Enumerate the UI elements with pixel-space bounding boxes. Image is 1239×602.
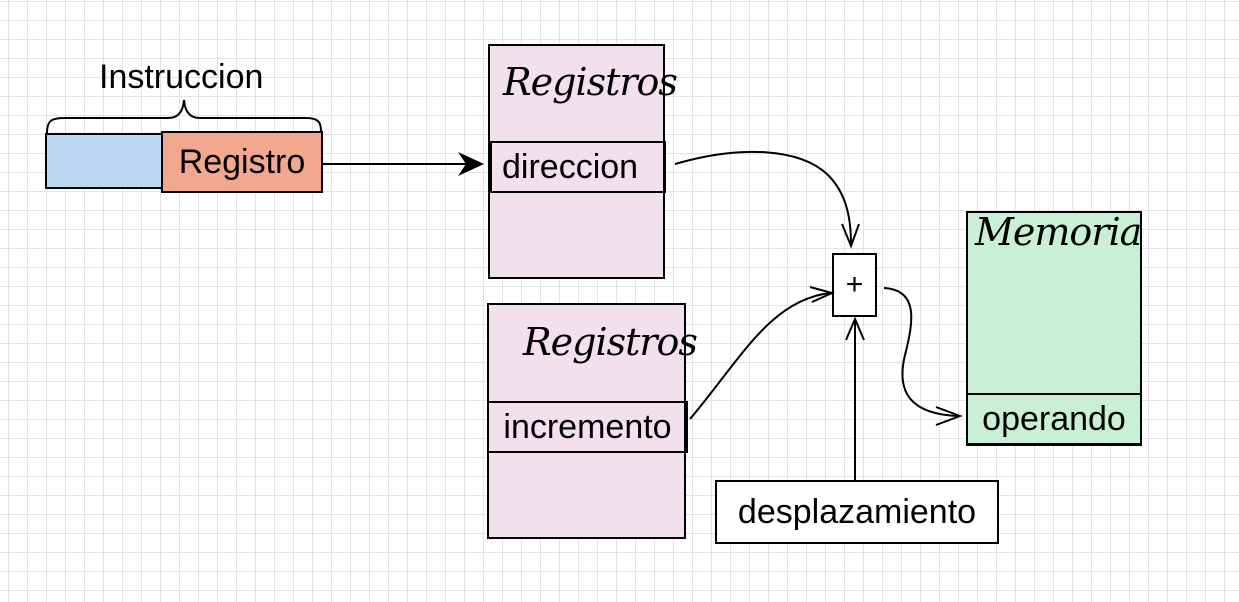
adder: + — [832, 253, 877, 317]
displacement-box: desplazamiento — [715, 480, 999, 544]
memory — [966, 211, 1142, 446]
displacement-label: desplazamiento — [737, 492, 977, 531]
arrow-incremento-to-adder — [689, 292, 831, 420]
arrow-direccion-to-adder — [674, 150, 852, 245]
arrowhead-adder-bottom — [845, 316, 865, 341]
arrowhead-adder-top — [841, 223, 860, 249]
arrowhead-adder-left — [809, 286, 835, 303]
register-field-incremento-label: incremento — [503, 407, 672, 446]
register-file-1-title: Registros — [503, 60, 678, 104]
memory-field-operando: operando — [966, 393, 1142, 445]
register-field-incremento: incremento — [487, 401, 688, 453]
instruction-opcode-field — [45, 133, 163, 189]
arrowhead-operando — [935, 406, 963, 426]
memory-field-operando-label: operando — [982, 399, 1126, 438]
register-file-2-title: Registros — [523, 320, 698, 364]
register-field-direccion-label: direccion — [502, 147, 639, 186]
instruction-register-field: Registro — [161, 131, 323, 193]
adder-symbol: + — [845, 268, 864, 301]
instruction-title: Instruccion — [99, 58, 264, 96]
register-field-direccion: direccion — [490, 141, 666, 193]
instruction-register-label: Registro — [178, 142, 306, 181]
arrow-adder-to-operando — [883, 287, 959, 417]
instruction-brace — [46, 99, 322, 134]
arrowhead-direccion — [458, 152, 484, 176]
memory-title: Memoria — [975, 210, 1142, 254]
